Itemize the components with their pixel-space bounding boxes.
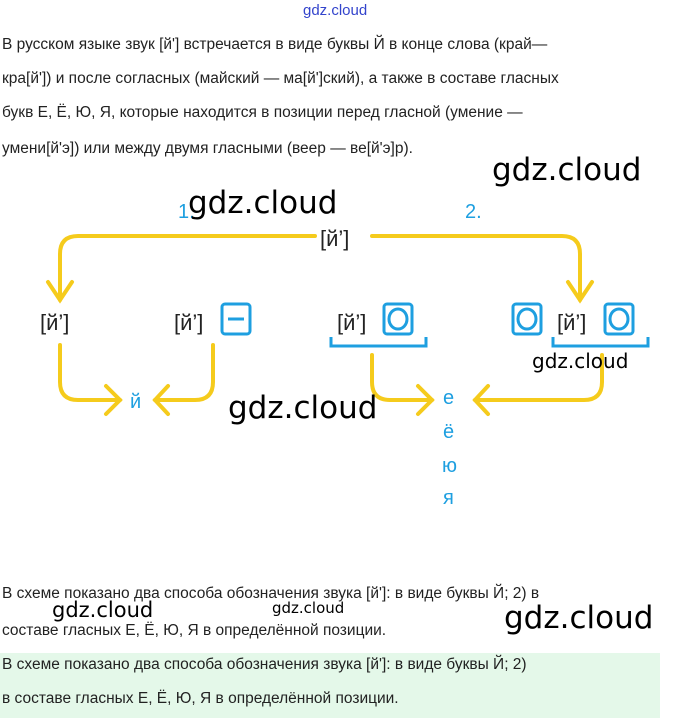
vowel-letter: ю bbox=[442, 455, 457, 477]
vowel-letter: е bbox=[443, 387, 454, 409]
vowel-letter: я bbox=[443, 487, 454, 509]
answer-line: составе гласных Е, Ё, Ю, Я в определённо… bbox=[2, 622, 387, 639]
sound-node: [й’] bbox=[174, 310, 203, 335]
box-vowel bbox=[382, 302, 414, 336]
sound-node: [й’] bbox=[557, 310, 586, 335]
box-vowel bbox=[603, 302, 635, 336]
highlighted-answer-line: В схеме показано два способа обозначения… bbox=[2, 656, 527, 673]
watermark: gdz.cloud bbox=[188, 185, 338, 221]
vowel-letter: ё bbox=[443, 421, 454, 443]
arrow-to-y bbox=[58, 343, 122, 402]
root-sound: [й’] bbox=[320, 226, 349, 251]
watermark: gdz.cloud bbox=[272, 599, 345, 617]
intro-line: В русском языке звук [й'] встречается в … bbox=[2, 36, 548, 53]
arrow-to-vowels bbox=[473, 353, 604, 402]
sound-node: [й’] bbox=[40, 310, 69, 335]
answer-line: В схеме показано два способа обозначения… bbox=[2, 585, 540, 602]
watermark: gdz.cloud bbox=[504, 600, 654, 636]
intro-line: умени[й'э]) или между двумя гласными (ве… bbox=[2, 140, 413, 157]
bracket bbox=[329, 337, 428, 348]
watermark: gdz.cloud bbox=[532, 349, 629, 373]
watermark: gdz.cloud bbox=[492, 152, 642, 188]
box-consonant bbox=[220, 302, 252, 336]
intro-line: кра[й']) и после согласных (майский — ма… bbox=[2, 70, 559, 87]
branch-label: 1. bbox=[178, 201, 195, 223]
letter-y: й bbox=[130, 391, 141, 413]
box-vowel bbox=[511, 302, 543, 336]
watermark: gdz.cloud bbox=[303, 2, 368, 19]
intro-line: букв Е, Ё, Ю, Я, которые находится в поз… bbox=[2, 104, 523, 121]
highlighted-answer-line: в составе гласных Е, Ё, Ю, Я в определён… bbox=[2, 690, 399, 707]
sound-node: [й’] bbox=[337, 310, 366, 335]
arrow-left bbox=[58, 234, 317, 302]
arrow-to-vowels bbox=[370, 353, 434, 402]
watermark: gdz.cloud bbox=[52, 598, 154, 622]
bracket bbox=[551, 337, 650, 348]
watermark: gdz.cloud bbox=[228, 390, 378, 426]
highlighted-answer bbox=[0, 653, 660, 718]
branch-label: 2. bbox=[465, 201, 482, 223]
arrows bbox=[46, 234, 604, 416]
arrow-to-y bbox=[153, 343, 215, 402]
scheme-diagram: [й’] [й’] [й’] [й’] [й’] 1. 2. й е ё ю я bbox=[40, 201, 650, 509]
arrow-right bbox=[370, 234, 582, 302]
